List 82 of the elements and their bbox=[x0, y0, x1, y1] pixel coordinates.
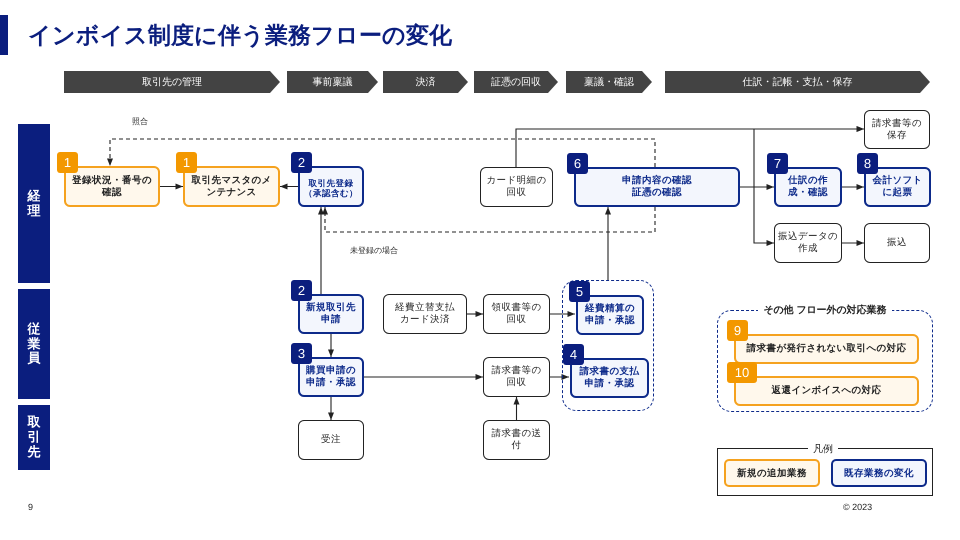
lane-header bbox=[18, 289, 50, 399]
step-number-badge: 1 bbox=[176, 152, 197, 173]
arrow bbox=[513, 397, 520, 420]
box-label: 会計ソフトに起票 bbox=[872, 175, 924, 199]
stage-label: 仕訳・記帳・支払・保存 bbox=[742, 76, 852, 89]
box-label: カード決済 bbox=[400, 314, 450, 326]
box-label: 請求書が発行されない取引への対応 bbox=[746, 343, 906, 355]
box-label: 証憑の確認 bbox=[632, 187, 682, 199]
box-label: カード明細の回収 bbox=[486, 175, 548, 199]
process-box bbox=[483, 357, 550, 397]
box-label: 取引先登録（承認含む） bbox=[303, 179, 359, 199]
stage-label: 稟議・確認 bbox=[584, 76, 634, 89]
box-label: 申請内容の確認 bbox=[622, 175, 692, 187]
stage-label: 決済 bbox=[416, 76, 436, 89]
step-number-badge: 9 bbox=[727, 320, 748, 341]
title: インボイス制度に伴う業務フローの変化 bbox=[28, 21, 452, 50]
arrow bbox=[842, 184, 864, 190]
step-number-badge: 6 bbox=[567, 153, 588, 174]
step-number-badge: 2 bbox=[291, 152, 312, 173]
box-label: 振込データの作成 bbox=[778, 231, 838, 255]
step-number-badge: 1 bbox=[57, 152, 78, 173]
box-label: 請求書の支払申請・承認 bbox=[578, 366, 640, 390]
arrow bbox=[328, 397, 334, 420]
box-label: 新規取引先申請 bbox=[305, 302, 357, 326]
dashed-arrow bbox=[322, 207, 656, 233]
arrow bbox=[550, 374, 569, 380]
arrow bbox=[604, 207, 612, 280]
box-label: 返還インボイスへの対応 bbox=[772, 385, 882, 397]
step-number-badge: 2 bbox=[291, 280, 312, 301]
box-label: 仕訳の作成・確認 bbox=[786, 175, 829, 199]
box-label: 受注 bbox=[321, 434, 341, 446]
legend-title: 凡例 bbox=[808, 442, 838, 456]
process-box bbox=[483, 294, 550, 334]
lane-header bbox=[18, 405, 50, 470]
box-label: 取引先マスタのメンテナンス bbox=[190, 174, 272, 198]
arrow bbox=[550, 310, 575, 318]
arrow bbox=[160, 183, 183, 190]
process-box bbox=[774, 223, 842, 263]
stage-label: 証憑の回収 bbox=[491, 76, 541, 89]
box-label: 経費立替支払 bbox=[395, 302, 455, 314]
lane-label: 従業員 bbox=[28, 322, 40, 366]
box-label: 請求書等の回収 bbox=[490, 365, 542, 389]
step-number-badge: 4 bbox=[563, 344, 584, 365]
box-label: 振込 bbox=[887, 237, 907, 249]
box-label: 請求書の送付 bbox=[490, 428, 542, 452]
arrow bbox=[467, 310, 483, 318]
box-label: 請求書等の保存 bbox=[871, 118, 923, 142]
stage-label: 事前稟議 bbox=[312, 76, 352, 89]
box-label: 経費精算の申請・承認 bbox=[584, 303, 636, 327]
process-box bbox=[480, 167, 553, 207]
group-heading: その他 フロー外の対応業務 bbox=[758, 303, 892, 317]
step-number-badge: 10 bbox=[727, 362, 757, 383]
legend-item: 既存業務の変化 bbox=[831, 459, 927, 487]
lane-header bbox=[18, 124, 50, 283]
edge-label: 未登録の場合 bbox=[348, 245, 400, 256]
box-label: 購買申請の申請・承認 bbox=[304, 365, 357, 389]
box-label: 領収書等の回収 bbox=[490, 302, 542, 326]
copyright-note: © 2023 bbox=[843, 502, 872, 512]
arrow bbox=[280, 183, 298, 190]
legend-item: 新規の追加業務 bbox=[724, 459, 820, 487]
process-box bbox=[298, 420, 364, 460]
process-box bbox=[864, 223, 930, 263]
stage-label: 取引先の管理 bbox=[142, 76, 202, 89]
lane-label: 経理 bbox=[28, 188, 40, 218]
process-box bbox=[864, 110, 930, 149]
step-number-badge: 8 bbox=[857, 153, 878, 174]
step-number-badge: 5 bbox=[569, 281, 590, 302]
page-number: 9 bbox=[28, 502, 34, 512]
arrow bbox=[740, 186, 774, 246]
process-box bbox=[383, 294, 467, 334]
step-number-badge: 7 bbox=[767, 153, 788, 174]
dashed-arrow bbox=[106, 138, 656, 167]
box-label: 登録状況・番号の確認 bbox=[70, 174, 153, 198]
arrow bbox=[318, 207, 324, 294]
arrow bbox=[328, 334, 334, 357]
dashed-group-frame bbox=[562, 280, 654, 411]
lane-label: 取引先 bbox=[28, 415, 40, 460]
arrow bbox=[842, 240, 864, 246]
edge-label: 照合 bbox=[130, 116, 150, 127]
process-box bbox=[483, 420, 550, 460]
step-number-badge: 3 bbox=[291, 343, 312, 364]
arrow bbox=[364, 374, 483, 380]
